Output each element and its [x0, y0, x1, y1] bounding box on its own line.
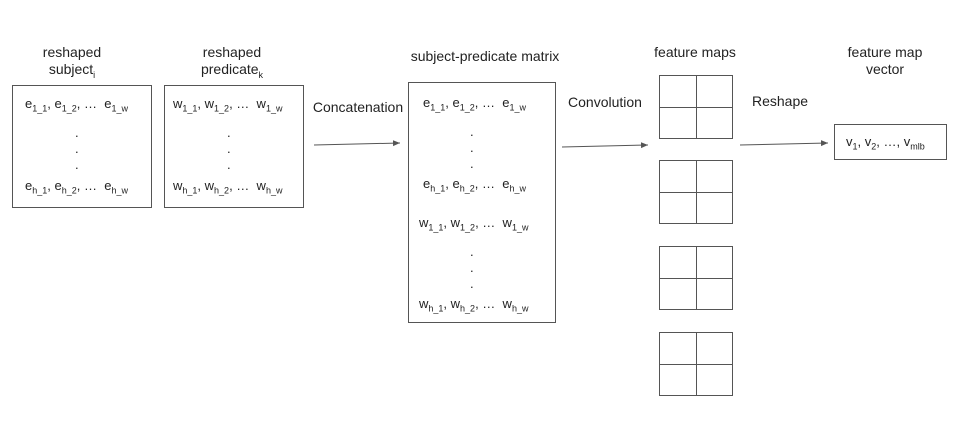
subject-title: reshaped subjecti: [12, 44, 132, 84]
matrix-row-e-last: eh_1, eh_2, … eh_w: [423, 176, 526, 194]
matrix-row-w-last: wh_1, wh_2, … wh_w: [419, 296, 529, 314]
reshape-label: Reshape: [751, 93, 809, 109]
subject-dot-3: .: [75, 157, 79, 172]
feature-map-4: [659, 332, 733, 396]
concatenation-arrow: [313, 140, 401, 147]
subject-dot-1: .: [75, 125, 79, 140]
predicate-dot-1: .: [227, 125, 231, 140]
feature-map-2: [659, 160, 733, 224]
subject-dot-2: .: [75, 141, 79, 156]
matrix-dot-e-2: .: [470, 140, 474, 155]
matrix-dot-w-3: .: [470, 276, 474, 291]
reshape-arrow: [739, 140, 829, 147]
predicate-row-last: wh_1, wh_2, … wh_w: [173, 178, 283, 196]
subject-row-last: eh_1, eh_2, … eh_w: [25, 178, 128, 196]
matrix-dot-w-2: .: [470, 260, 474, 275]
convolution-arrow: [561, 142, 649, 149]
matrix-row-e-first: e1_1, e1_2, … e1_w: [423, 95, 526, 113]
vector-box: v1, v2, …, vmlb: [834, 124, 947, 160]
predicate-box: w1_1, w1_2, … w1_w . . . wh_1, wh_2, … w…: [164, 85, 304, 208]
predicate-title-line1: reshaped: [202, 44, 262, 60]
predicate-title-line2: predicatek: [200, 61, 264, 80]
subject-box: e1_1, e1_2, … e1_w . . . eh_1, eh_2, … e…: [12, 85, 152, 208]
vector-title-line1: feature map: [847, 44, 923, 60]
vector-title: feature map vector: [835, 44, 935, 78]
vector-values: v1, v2, …, vmlb: [846, 134, 925, 152]
concatenation-label: Concatenation: [312, 99, 404, 115]
convolution-label: Convolution: [568, 94, 642, 110]
predicate-title: reshaped predicatek: [172, 44, 292, 84]
matrix-dot-e-1: .: [470, 124, 474, 139]
matrix-title: subject-predicate matrix: [410, 48, 560, 64]
subject-title-line1: reshaped: [42, 44, 102, 60]
vector-title-line2: vector: [865, 61, 905, 77]
feature-map-1: [659, 75, 733, 139]
predicate-row-first: w1_1, w1_2, … w1_w: [173, 96, 283, 114]
predicate-dot-3: .: [227, 157, 231, 172]
matrix-row-w-first: w1_1, w1_2, … w1_w: [419, 215, 529, 233]
predicate-dot-2: .: [227, 141, 231, 156]
matrix-dot-e-3: .: [470, 156, 474, 171]
subject-row-first: e1_1, e1_2, … e1_w: [25, 96, 128, 114]
feature-map-3: [659, 246, 733, 310]
subject-title-line2: subjecti: [48, 61, 96, 80]
matrix-dot-w-1: .: [470, 244, 474, 259]
matrix-box: e1_1, e1_2, … e1_w . . . eh_1, eh_2, … e…: [408, 82, 556, 323]
feature-maps-title: feature maps: [654, 44, 736, 60]
